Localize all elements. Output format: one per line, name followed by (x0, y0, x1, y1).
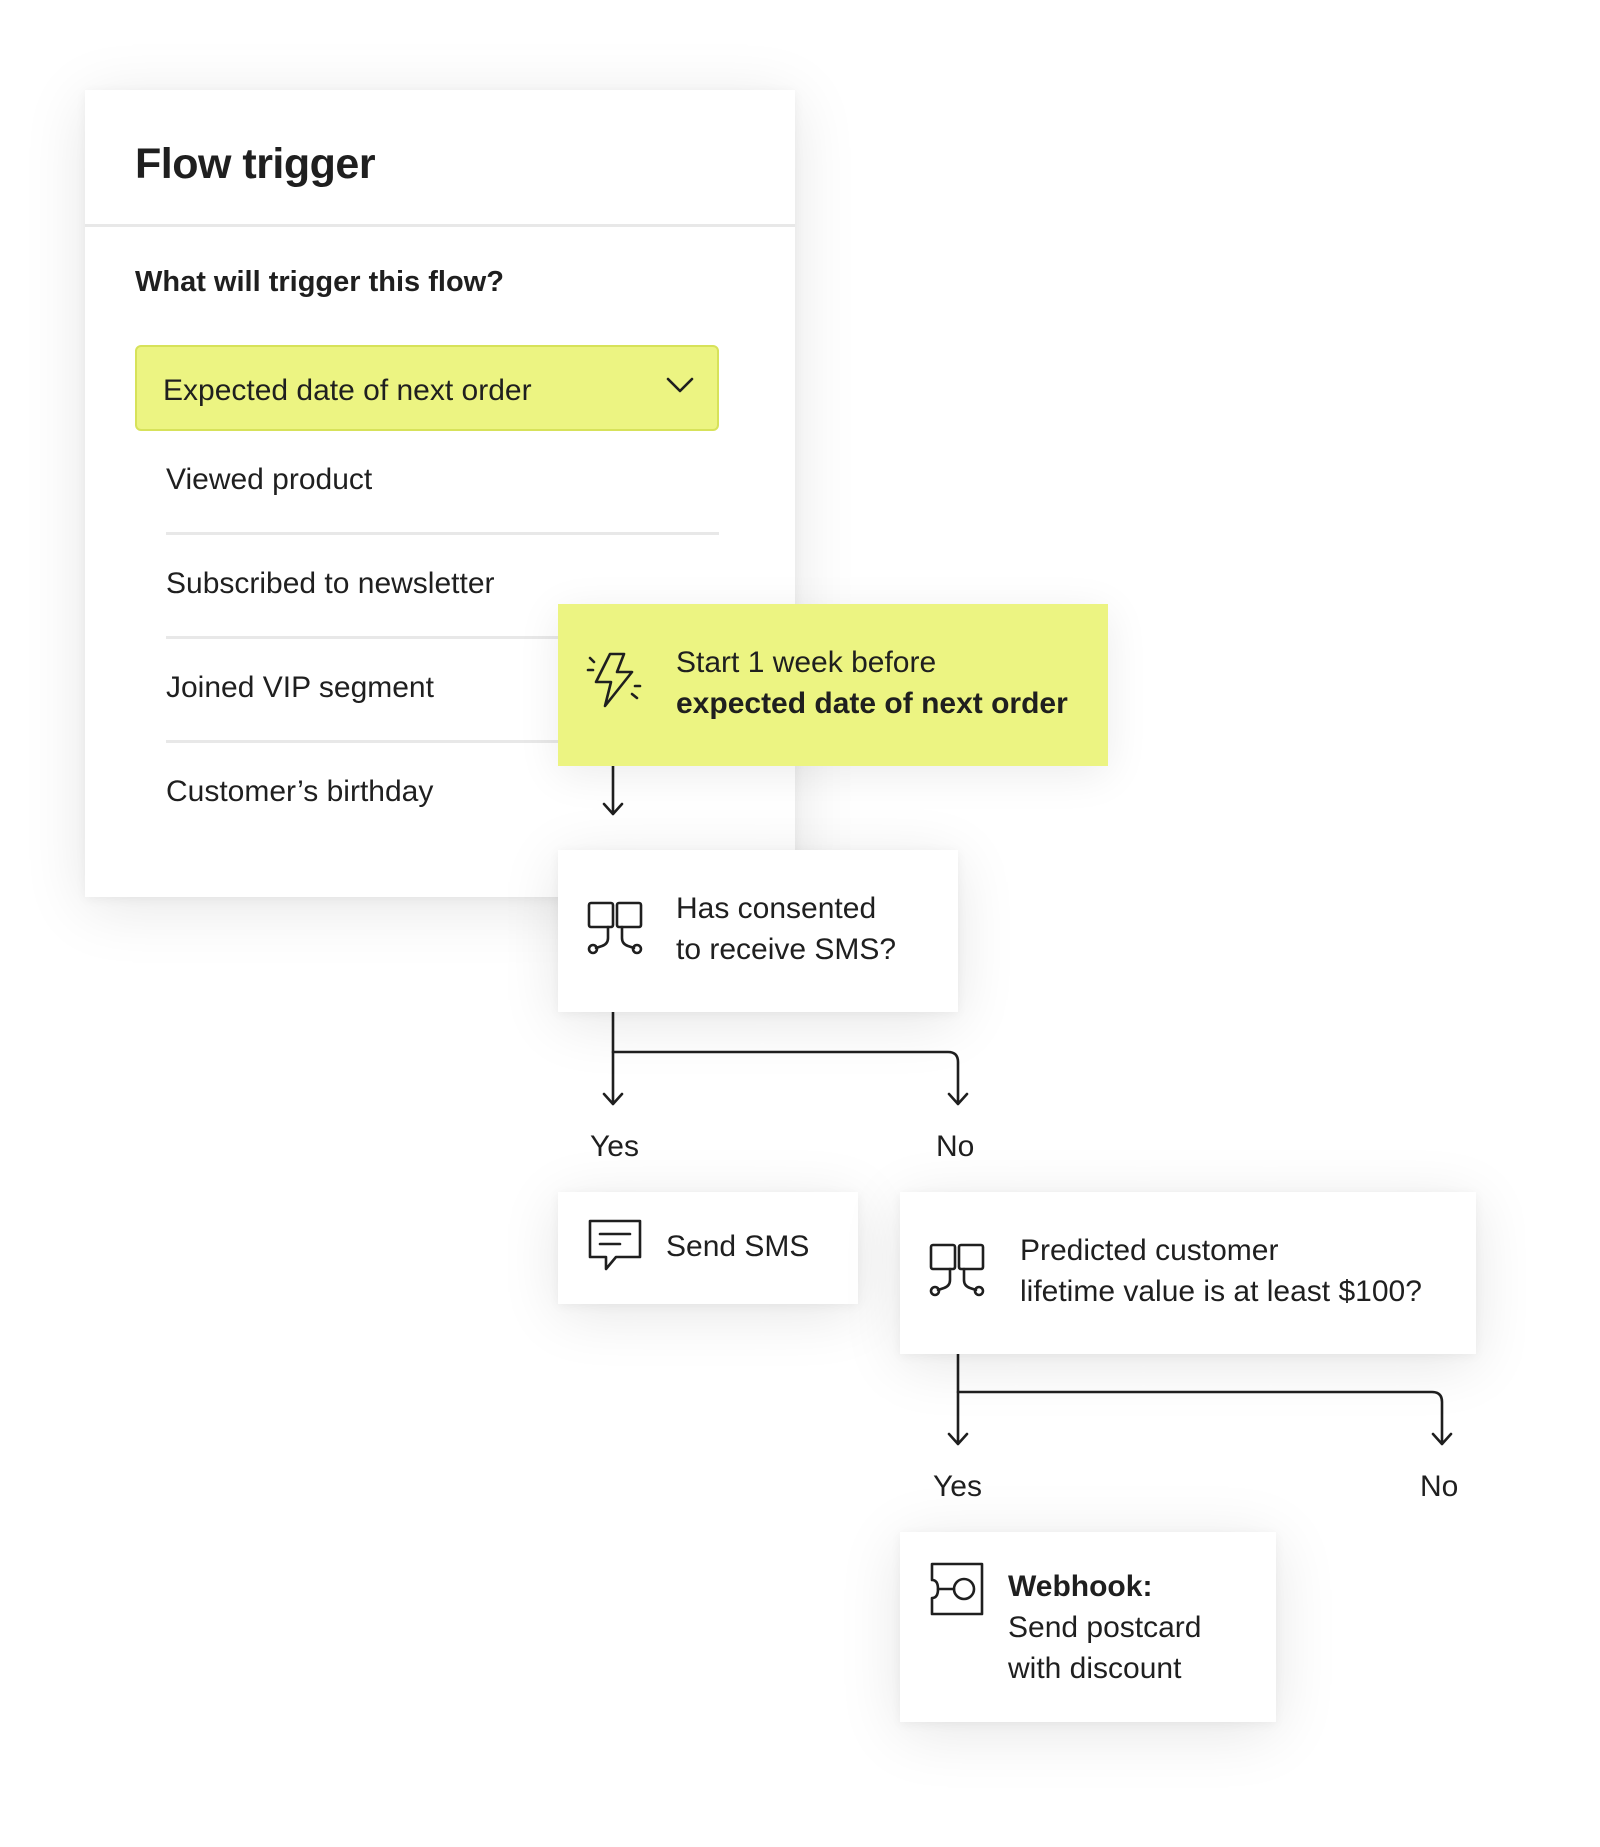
trigger-select[interactable]: Expected date of next order (135, 345, 719, 431)
connector-clv-no (956, 1390, 1453, 1446)
webhook-title: Webhook: (1008, 1570, 1153, 1603)
trigger-option-birthday[interactable]: Customer’s birthday (166, 743, 719, 847)
option-label: Customer’s birthday (166, 775, 434, 808)
clv-line-2: lifetime value is at least $100? (1020, 1275, 1422, 1308)
message-icon (588, 1219, 642, 1271)
trigger-option-viewed-product[interactable]: Viewed product (166, 431, 719, 535)
flow-start-node[interactable]: Start 1 week before expected date of nex… (558, 604, 1108, 766)
branch-no-label: No (1420, 1470, 1459, 1503)
option-label: Joined VIP segment (166, 671, 434, 704)
start-line-2: expected date of next order (676, 687, 1068, 720)
trigger-option-joined-vip[interactable]: Joined VIP segment (166, 639, 719, 743)
clv-split-node[interactable]: Predicted customer lifetime value is at … (900, 1192, 1476, 1354)
trigger-option-subscribed-newsletter[interactable]: Subscribed to newsletter (166, 535, 719, 639)
branch-no-label: No (936, 1130, 975, 1163)
option-label: Subscribed to newsletter (166, 567, 495, 600)
connector-consent-yes (602, 1010, 624, 1106)
panel-divider (85, 224, 795, 227)
consent-line-2: to receive SMS? (676, 933, 897, 966)
clv-line-1: Predicted customer (1020, 1234, 1279, 1267)
webhook-node[interactable]: Webhook: Send postcard with discount (900, 1532, 1276, 1722)
send-sms-node[interactable]: Send SMS (558, 1192, 858, 1304)
clv-node-text: Predicted customer lifetime value is at … (1020, 1230, 1422, 1312)
connector-clv-yes (947, 1352, 969, 1446)
consent-node-text: Has consented to receive SMS? (676, 888, 896, 970)
trigger-question: What will trigger this flow? (135, 266, 504, 298)
split-icon (929, 1243, 985, 1297)
send-sms-label: Send SMS (666, 1230, 810, 1263)
webhook-line-2: with discount (1008, 1652, 1182, 1685)
consent-split-node[interactable]: Has consented to receive SMS? (558, 850, 958, 1012)
webhook-line-1: Send postcard (1008, 1611, 1202, 1644)
split-icon (587, 901, 643, 955)
branch-yes-label: Yes (590, 1130, 639, 1163)
start-node-text: Start 1 week before expected date of nex… (676, 642, 1068, 724)
connector-consent-no (611, 1050, 969, 1106)
flow-trigger-panel: Flow trigger What will trigger this flow… (85, 90, 795, 897)
webhook-node-text: Webhook: Send postcard with discount (1008, 1566, 1201, 1689)
panel-title: Flow trigger (135, 140, 376, 188)
chevron-down-icon (666, 377, 694, 393)
webhook-icon (930, 1562, 984, 1616)
option-label: Viewed product (166, 463, 373, 496)
lightning-icon (586, 652, 642, 708)
start-line-1: Start 1 week before (676, 646, 937, 679)
trigger-select-value: Expected date of next order (163, 374, 532, 407)
consent-line-1: Has consented (676, 892, 877, 925)
branch-yes-label: Yes (933, 1470, 982, 1503)
